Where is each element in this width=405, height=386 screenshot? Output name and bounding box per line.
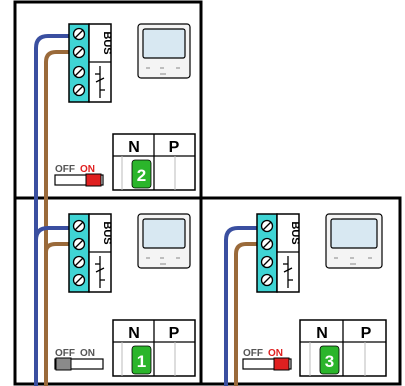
terminal-label-bus: BUS bbox=[289, 221, 301, 244]
lock-release-icon bbox=[95, 66, 105, 98]
terminal-label-plate bbox=[276, 213, 300, 293]
monitor-icon bbox=[137, 23, 191, 79]
termination-switch: OFF ON bbox=[242, 348, 292, 371]
bus-wire-brown bbox=[234, 242, 258, 386]
switch-off-label: OFF bbox=[55, 164, 75, 175]
address-selector: N P 1 bbox=[112, 319, 196, 377]
address-selector: N P 3 bbox=[299, 319, 387, 377]
panel-bottom-left: BUS N P 1 OFF ON bbox=[34, 213, 196, 377]
switch-off-label: OFF bbox=[243, 348, 263, 359]
panel-top-left: BUS N P 2 OFF ON bbox=[34, 23, 196, 386]
terminal-label-bus: BUS bbox=[101, 221, 113, 244]
lock-release-icon bbox=[95, 256, 105, 288]
lock-release-icon bbox=[283, 256, 293, 288]
screw-terminal-icon bbox=[72, 27, 86, 97]
switch-slider-on bbox=[85, 173, 102, 187]
selector-header-p: P bbox=[169, 325, 180, 342]
switch-slider-on bbox=[273, 357, 290, 371]
termination-switch: OFF ON bbox=[54, 164, 104, 187]
panel-bottom-right: BUS N P 3 OFF ON bbox=[224, 213, 387, 386]
selector-header-p: P bbox=[169, 139, 180, 156]
screw-terminal-icon bbox=[72, 219, 86, 287]
switch-on-label: ON bbox=[268, 348, 283, 359]
switch-slider-off bbox=[55, 357, 72, 371]
monitor-icon bbox=[325, 213, 383, 269]
bus-wire-blue-tap bbox=[34, 226, 70, 241]
terminal-label-plate bbox=[88, 23, 112, 103]
selector-value-badge bbox=[319, 345, 340, 375]
selector-value-badge bbox=[131, 345, 152, 375]
bus-wire-brown-tap bbox=[44, 242, 70, 253]
selector-header-n: N bbox=[128, 139, 140, 156]
switch-on-label: ON bbox=[80, 164, 95, 175]
terminal-label-bus: BUS bbox=[101, 31, 113, 54]
selector-header-p: P bbox=[361, 325, 372, 342]
screw-terminal-icon bbox=[260, 219, 274, 287]
selector-value-badge bbox=[131, 159, 152, 189]
bus-wire-blue bbox=[224, 226, 258, 386]
selector-value-n: 2 bbox=[137, 166, 146, 185]
selector-value-n: 3 bbox=[325, 352, 334, 371]
address-selector: N P 2 bbox=[112, 133, 196, 191]
selector-value-n: 1 bbox=[137, 352, 146, 371]
selector-header-n: N bbox=[128, 325, 140, 342]
terminal-label-plate bbox=[88, 213, 112, 293]
termination-switch: OFF ON bbox=[54, 348, 104, 371]
bus-wire-brown bbox=[44, 50, 70, 386]
monitor-icon bbox=[137, 213, 191, 269]
switch-on-label: ON bbox=[80, 348, 95, 359]
selector-header-n: N bbox=[316, 325, 328, 342]
switch-off-label: OFF bbox=[55, 348, 75, 359]
bus-wire-blue bbox=[34, 34, 70, 386]
